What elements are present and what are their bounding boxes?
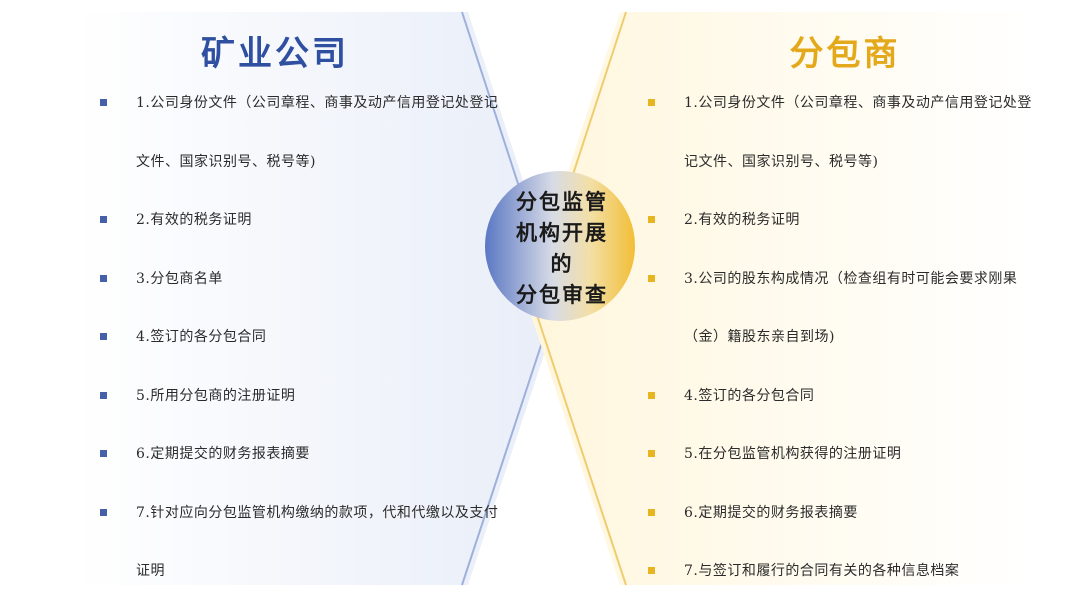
list-item: 7.针对应向分包监管机构缴纳的款项，代和代缴以及支付证明 [100,484,500,601]
list-item: 6.定期提交的财务报表摘要 [648,484,1038,543]
list-item-text: 6.定期提交的财务报表摘要 [136,446,310,462]
square-bullet-icon [100,450,107,457]
list-item-text: 5.所用分包商的注册证明 [136,387,296,404]
left-title: 矿业公司 [201,34,349,74]
left-requirement-list: 1.公司身份文件（公司章程、商事及动产信用登记处登记文件、国家识别号、税号等) 2… [100,74,500,601]
square-bullet-icon [648,450,655,457]
square-bullet-icon [648,567,655,574]
list-item-text: 4.签订的各分包合同 [136,329,267,345]
square-bullet-icon [648,274,655,282]
list-item-text: 7.与签订和履行的合同有关的各种信息档案 [684,563,960,579]
list-item-text: 7.针对应向分包监管机构缴纳的款项，代和代缴以及支付证明 [136,504,499,580]
list-item-text: 2.有效的税务证明 [136,212,252,228]
center-label-line: 机构开展 [516,220,608,245]
square-bullet-icon [100,216,107,223]
square-bullet-icon [100,333,107,340]
list-item: 4.签订的各分包合同 [100,308,500,367]
list-item: 2.有效的税务证明 [100,191,500,250]
list-item-text: 1.公司身份文件（公司章程、商事及动产信用登记处登记文件、国家识别号、税号等) [684,95,1032,170]
right-panel [526,12,1030,585]
list-item-text: 1.公司身份文件（公司章程、商事及动产信用登记处登记文件、国家识别号、税号等) [136,95,499,170]
square-bullet-icon [100,274,107,282]
square-bullet-icon [648,216,655,223]
square-bullet-icon [648,99,655,106]
list-item-text: 6.定期提交的财务报表摘要 [684,504,858,521]
list-item: 4.签订的各分包合同 [648,367,1038,426]
center-label-line: 分包审查 [516,282,608,307]
right-title: 分包商 [789,34,901,74]
list-item: 5.在分包监管机构获得的注册证明 [648,425,1038,484]
list-item: 6.定期提交的财务报表摘要 [100,425,500,484]
square-bullet-icon [100,99,107,106]
square-bullet-icon [100,391,107,399]
right-requirement-list: 1.公司身份文件（公司章程、商事及动产信用登记处登记文件、国家识别号、税号等) 2… [648,74,1038,601]
center-label-line: 分包监管 [516,189,608,214]
center-circle [485,171,635,321]
square-bullet-icon [648,508,655,516]
list-item-text: 2.有效的税务证明 [684,212,800,228]
list-item: 3.公司的股东构成情况（检查组有时可能会要求刚果（金）籍股东亲自到场) [648,250,1038,367]
list-item-text: 4.签订的各分包合同 [684,387,815,404]
list-item: 1.公司身份文件（公司章程、商事及动产信用登记处登记文件、国家识别号、税号等) [100,74,500,191]
center-label: 分包监管 机构开展 的 分包审查 [498,186,626,310]
left-panel [75,12,562,585]
center-label-line: 的 [550,251,574,276]
list-item: 1.公司身份文件（公司章程、商事及动产信用登记处登记文件、国家识别号、税号等) [648,74,1038,191]
list-item-text: 5.在分包监管机构获得的注册证明 [684,446,902,462]
list-item: 3.分包商名单 [100,250,500,309]
list-item: 5.所用分包商的注册证明 [100,367,500,426]
list-item-text: 3.公司的股东构成情况（检查组有时可能会要求刚果（金）籍股东亲自到场) [684,270,1018,346]
square-bullet-icon [100,508,107,516]
list-item-text: 3.分包商名单 [136,270,223,287]
square-bullet-icon [648,391,655,399]
list-item: 7.与签订和履行的合同有关的各种信息档案 [648,542,1038,601]
list-item: 2.有效的税务证明 [648,191,1038,250]
